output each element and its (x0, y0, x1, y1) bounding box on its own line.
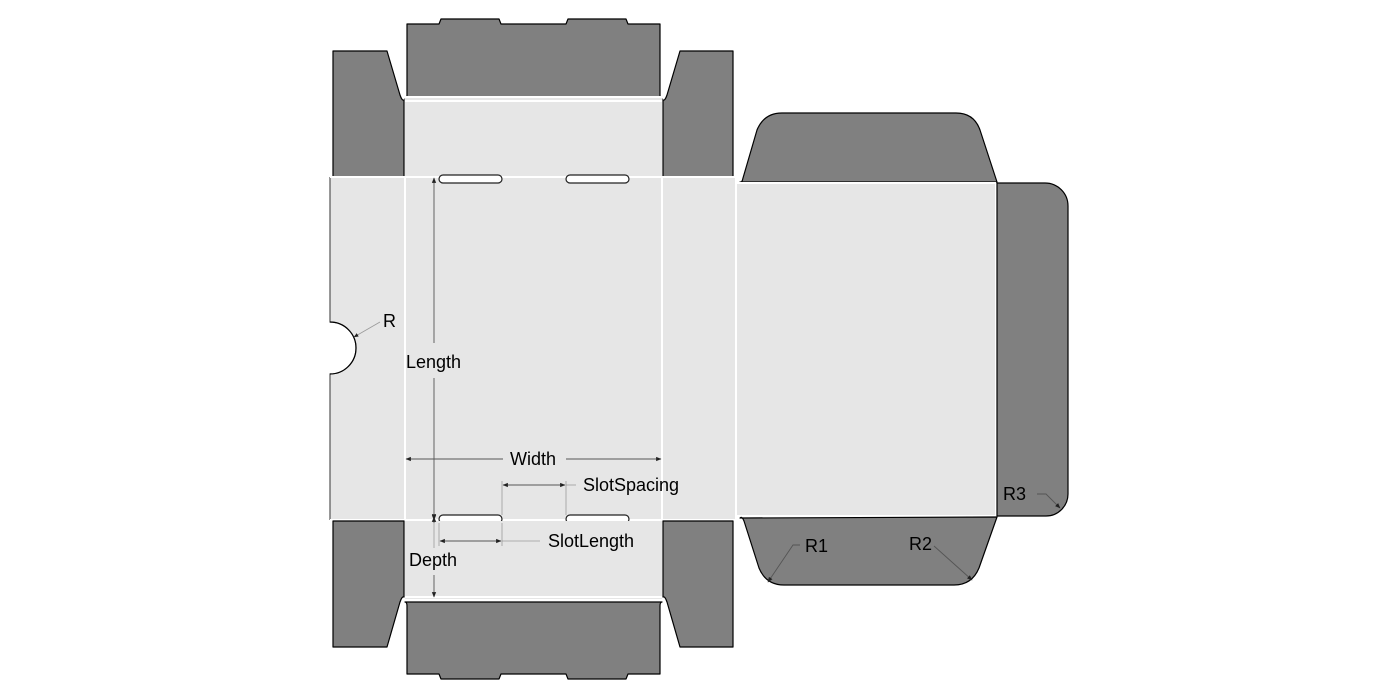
label-depth: Depth (409, 550, 457, 570)
label-slot-length: SlotLength (548, 531, 634, 551)
bottom-right-side-flap (662, 520, 734, 648)
top-slot-right (565, 174, 630, 184)
label-r: R (383, 311, 396, 331)
r1-annotation: R1 (767, 536, 828, 583)
width-dimension: Width (405, 449, 662, 469)
base-panel (405, 177, 662, 520)
top-slot-left (438, 174, 503, 184)
slot-length-dimension: SlotLength (438, 523, 634, 551)
top-left-side-flap (332, 50, 405, 178)
bottom-outer-flap (404, 601, 663, 680)
label-width: Width (510, 449, 556, 469)
label-r1: R1 (805, 536, 828, 556)
lid-bottom-flap (739, 516, 998, 586)
lid-tuck-tab (996, 182, 1069, 517)
top-right-side-flap (662, 50, 734, 178)
thumb-notch (329, 321, 357, 375)
lid-panel (736, 183, 996, 516)
left-side-wall (330, 177, 404, 520)
length-dimension: Length (406, 177, 461, 520)
top-inner-strip (405, 98, 662, 177)
bottom-inner-strip (405, 521, 662, 599)
thumb-notch-radius-annotation: R (353, 311, 396, 338)
lid-top-flap (739, 112, 998, 183)
r3-annotation: R3 (1003, 484, 1061, 509)
label-r3: R3 (1003, 484, 1026, 504)
bottom-left-side-flap (332, 520, 405, 648)
depth-dimension: Depth (409, 514, 457, 598)
label-length: Length (406, 352, 461, 372)
right-side-wall (663, 177, 735, 520)
label-slot-spacing: SlotSpacing (583, 475, 679, 495)
label-r2: R2 (909, 534, 932, 554)
r2-annotation: R2 (909, 534, 973, 581)
top-outer-flap (404, 18, 663, 100)
slot-spacing-dimension: SlotSpacing (501, 475, 679, 515)
